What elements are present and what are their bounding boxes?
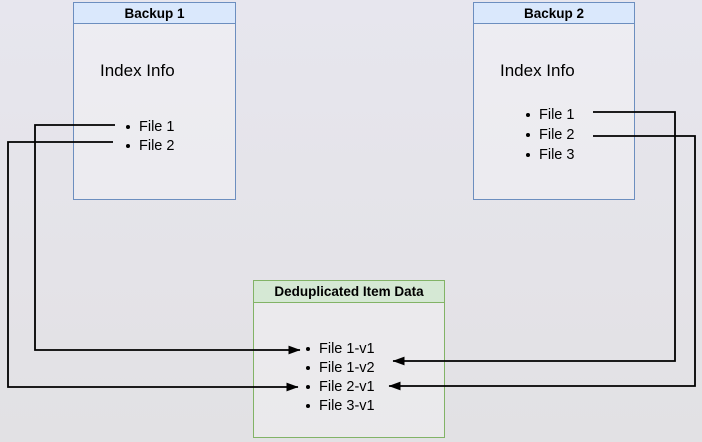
list-item: File 2	[526, 125, 574, 145]
dedup-header: Deduplicated Item Data	[254, 281, 444, 303]
bullet-icon	[526, 113, 530, 117]
list-item: File 2	[126, 136, 174, 155]
item-label: File 1-v2	[319, 359, 375, 376]
list-item: File 2-v1	[306, 377, 375, 396]
backup1-index-info-label: Index Info	[100, 61, 175, 80]
backup2-title: Backup 2	[523, 5, 585, 21]
dedup-title: Deduplicated Item Data	[274, 284, 424, 299]
backup2-box: Backup 2 Index Info File 1 File 2 File 3	[473, 2, 635, 200]
bullet-icon	[306, 346, 310, 351]
dedup-item-list: File 1-v1 File 1-v2 File 2-v1 File 3-v1	[306, 339, 375, 415]
bullet-icon	[526, 153, 530, 157]
backup1-box: Backup 1 Index Info File 1 File 2	[73, 2, 236, 200]
backup1-header: Backup 1	[74, 3, 235, 24]
bullet-icon	[306, 384, 310, 389]
backup2-file-list: File 1 File 2 File 3	[526, 105, 574, 165]
file-label: File 2	[139, 137, 175, 154]
item-label: File 3-v1	[319, 397, 375, 414]
file-label: File 3	[539, 147, 575, 163]
bullet-icon	[306, 403, 310, 408]
bullet-icon	[126, 143, 130, 148]
backup1-title: Backup 1	[124, 5, 185, 21]
list-item: File 3	[526, 145, 574, 165]
file-label: File 1	[139, 118, 175, 135]
item-label: File 1-v1	[319, 340, 375, 357]
backup1-file-list: File 1 File 2	[126, 117, 174, 155]
list-item: File 1-v2	[306, 358, 375, 377]
backup2-index-info-label: Index Info	[500, 61, 575, 80]
list-item: File 3-v1	[306, 396, 375, 415]
item-label: File 2-v1	[319, 378, 375, 395]
list-item: File 1	[126, 117, 174, 136]
list-item: File 1-v1	[306, 339, 375, 358]
file-label: File 1	[539, 107, 575, 123]
file-label: File 2	[539, 127, 575, 143]
list-item: File 1	[526, 105, 574, 125]
backup2-header: Backup 2	[474, 3, 634, 24]
bullet-icon	[126, 124, 130, 129]
bullet-icon	[306, 365, 310, 370]
dedup-box: Deduplicated Item Data File 1-v1 File 1-…	[253, 280, 445, 438]
bullet-icon	[526, 133, 530, 137]
